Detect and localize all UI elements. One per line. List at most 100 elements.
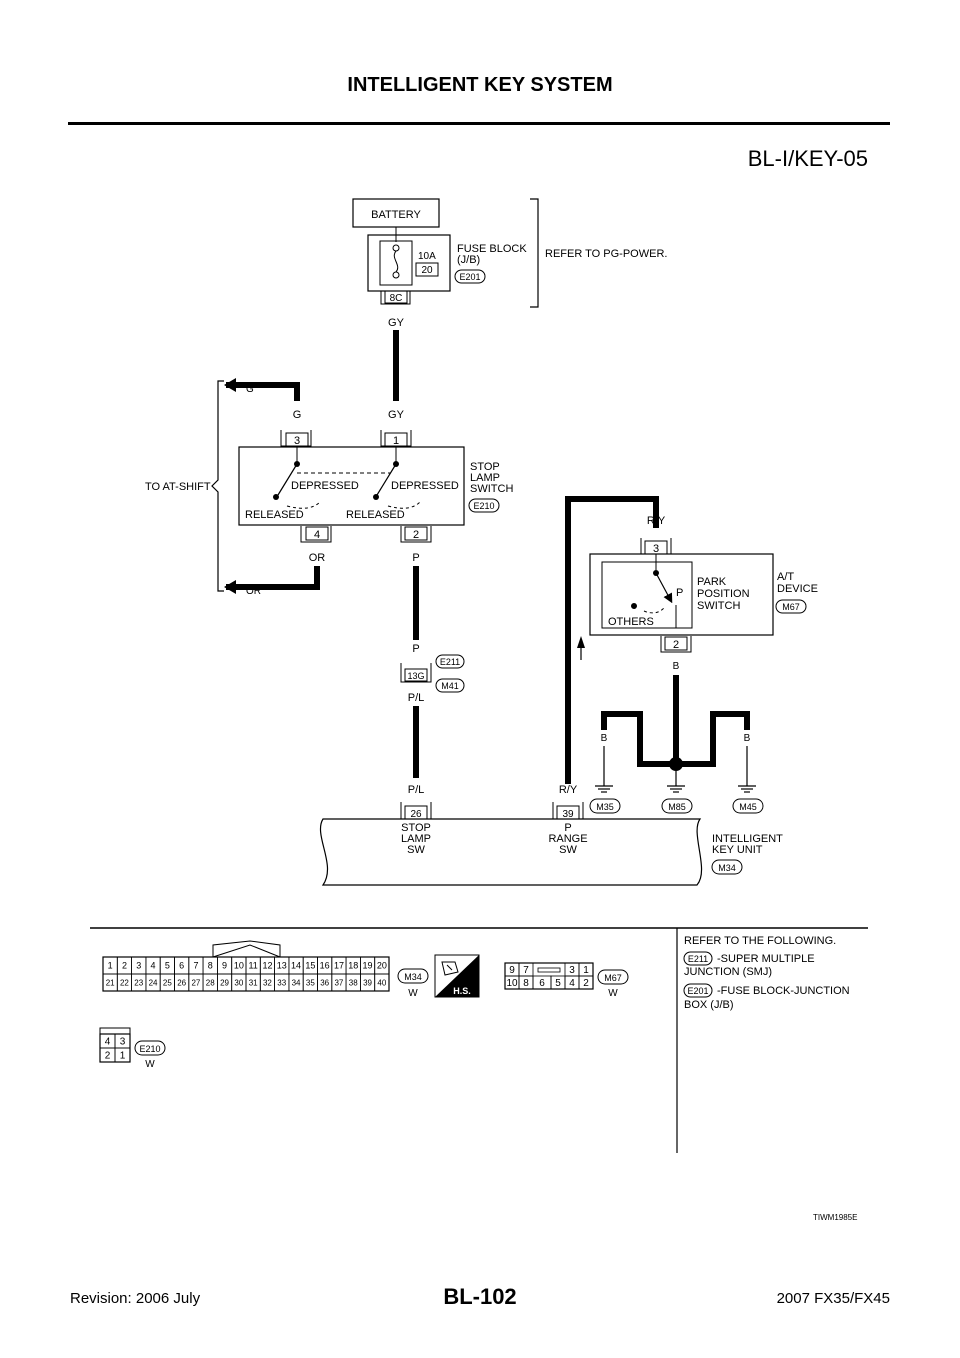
m34-pin: 39 <box>363 978 372 987</box>
m34-pin: 34 <box>292 978 301 987</box>
ground-splice <box>669 757 683 771</box>
wire-p-top: P <box>412 552 419 564</box>
hs-label: H.S. <box>453 986 471 996</box>
battery-label: BATTERY <box>371 209 421 221</box>
arrow-up-icon <box>577 636 585 648</box>
m67-pin: 9 <box>509 965 515 976</box>
wire-b3: B <box>673 733 680 744</box>
e210-pin: 2 <box>105 1051 111 1062</box>
m67-pin: 10 <box>506 978 518 989</box>
fuse-block-line1: FUSE BLOCK <box>457 243 527 255</box>
wire-g <box>226 382 300 401</box>
fuse-number: 20 <box>421 265 433 276</box>
m67-pin: 8 <box>523 978 529 989</box>
wire-b1: B <box>601 733 608 744</box>
iku-line1: INTELLIGENT <box>712 833 783 845</box>
m34-pin: 1 <box>108 961 113 971</box>
m34-pin: 17 <box>334 961 344 971</box>
diagram-code: BL-I/KEY-05 <box>747 146 868 171</box>
iku-sw2-line1: P <box>564 822 571 834</box>
atd-pos-p: P <box>676 587 683 599</box>
e210-pin: 1 <box>120 1051 126 1062</box>
wire-b5: B <box>744 733 751 744</box>
m67-pin: 4 <box>569 978 575 989</box>
m67-pin: 3 <box>569 965 575 976</box>
m34-pin: 24 <box>149 978 158 987</box>
atd-sw-line3: SWITCH <box>697 600 740 612</box>
refer-e201-code: E201 <box>687 986 708 996</box>
e210-pin: 4 <box>105 1037 111 1048</box>
m34-pin: 37 <box>334 978 343 987</box>
m67-pin: 5 <box>555 978 561 989</box>
sls-connector: E210 <box>473 501 494 511</box>
joint-connector-top: E211 <box>440 657 460 667</box>
refer-e201-line1: -FUSE BLOCK-JUNCTION <box>717 985 850 997</box>
m34-pin: 38 <box>349 978 358 987</box>
page-number: BL-102 <box>443 1284 517 1309</box>
m34-pin: 13 <box>277 961 287 971</box>
iku-sw1-line3: SW <box>407 844 425 856</box>
m34-pin: 19 <box>363 961 373 971</box>
wire-or-arrow-label: OR <box>246 586 261 597</box>
m34-pin: 6 <box>179 961 184 971</box>
m34-pin: 26 <box>177 978 186 987</box>
iku-sw2-line3: SW <box>559 844 577 856</box>
header-rule <box>68 122 890 125</box>
m34-pin: 25 <box>163 978 172 987</box>
ground-icon <box>595 785 756 793</box>
m34-pin: 21 <box>106 978 115 987</box>
m34-pin: 4 <box>151 961 156 971</box>
atd-sw-line1: PARK <box>697 576 727 588</box>
m34-pin: 3 <box>136 961 141 971</box>
atd-sw-line2: POSITION <box>697 588 750 600</box>
wire-or <box>226 566 320 590</box>
sls-line3: SWITCH <box>470 483 513 495</box>
m34-code: M34 <box>404 972 422 982</box>
m34-pin: 40 <box>377 978 386 987</box>
refer-pg-power: REFER TO PG-POWER. <box>545 248 667 260</box>
iku-connector: M34 <box>718 863 736 873</box>
m34-pin: 33 <box>277 978 286 987</box>
m34-pin: 15 <box>305 961 315 971</box>
m34-pin: 22 <box>120 978 129 987</box>
page-title: INTELLIGENT KEY SYSTEM <box>347 74 613 96</box>
sls-pin-3: 3 <box>294 435 300 447</box>
m34-pin: 5 <box>165 961 170 971</box>
wire-ry-bottom: R/Y <box>559 784 578 796</box>
joint-connector-bottom: M41 <box>441 681 459 691</box>
m34-pin: 8 <box>208 961 213 971</box>
sls-line2: LAMP <box>470 472 500 484</box>
at-shift-bracket <box>211 380 224 592</box>
atd-connector: M67 <box>782 602 800 612</box>
m34-pin: 10 <box>234 961 244 971</box>
wire-gy-top: GY <box>388 317 405 329</box>
refer-e211-line2: JUNCTION (SMJ) <box>684 966 772 978</box>
m34-pin: 29 <box>220 978 229 987</box>
ground-left: M35 <box>596 802 614 812</box>
sls-pin-4: 4 <box>314 529 320 541</box>
wire-b4: B <box>710 733 717 744</box>
m34-pin: 11 <box>248 961 257 971</box>
atd-line2: DEVICE <box>777 583 818 595</box>
m34-pin: 23 <box>134 978 143 987</box>
refer-e211-code: E211 <box>688 954 708 964</box>
m34-pin: 27 <box>191 978 200 987</box>
m34-pin: 31 <box>249 978 258 987</box>
fuse-rating: 10A <box>418 251 436 262</box>
m67-color: W <box>608 988 618 999</box>
sls-pin-2: 2 <box>413 529 419 541</box>
e210-code: E210 <box>139 1044 160 1054</box>
m34-color: W <box>408 988 418 999</box>
image-code: TIWM1985E <box>813 1213 858 1222</box>
fuse-block-line2: (J/B) <box>457 254 480 266</box>
iku-sw2-line2: RANGE <box>548 833 587 845</box>
m67-pin: 2 <box>583 978 589 989</box>
m34-pin: 32 <box>263 978 272 987</box>
iku-pin-26: 26 <box>410 809 422 820</box>
m67-pin: 7 <box>523 965 529 976</box>
m67-code: M67 <box>604 973 622 983</box>
e210-color: W <box>145 1059 155 1070</box>
